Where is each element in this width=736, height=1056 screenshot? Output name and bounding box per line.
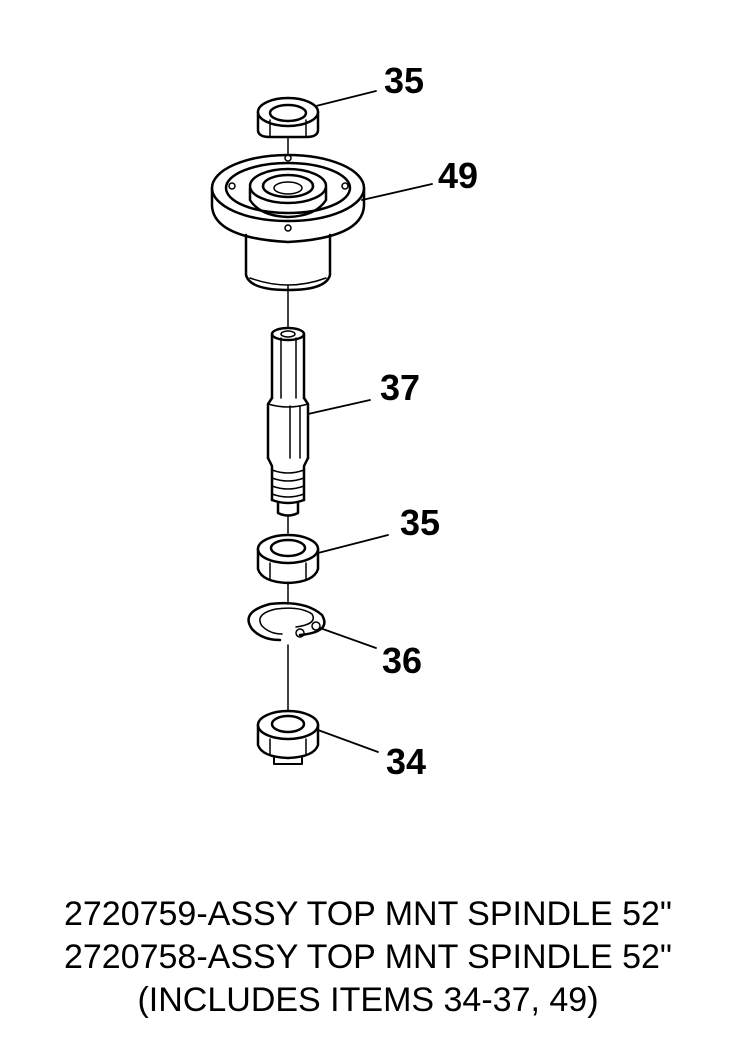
leader-line <box>361 183 433 201</box>
assembly-caption: 2720759-ASSY TOP MNT SPINDLE 52" 2720758… <box>0 893 736 1022</box>
lower-bearing-part <box>256 533 320 585</box>
leader-line <box>317 534 389 554</box>
callout-spacer: 34 <box>386 741 426 782</box>
leader-line <box>319 627 377 649</box>
exploded-parts-diagram: 35 49 37 35 36 34 <box>210 60 478 782</box>
leader-line <box>315 90 377 107</box>
callout-retaining-ring: 36 <box>382 640 422 681</box>
callout-housing: 49 <box>438 155 478 196</box>
top-bearing-part <box>256 96 320 139</box>
caption-line-3: (INCLUDES ITEMS 34-37, 49) <box>137 981 599 1019</box>
callout-shaft: 37 <box>380 367 420 408</box>
retaining-ring-part <box>247 601 326 642</box>
caption-line-1: 2720759-ASSY TOP MNT SPINDLE 52" <box>63 895 673 933</box>
caption-line-2: 2720758-ASSY TOP MNT SPINDLE 52" <box>63 938 673 976</box>
spindle-shaft-part <box>266 326 310 517</box>
spindle-housing-part <box>210 153 366 292</box>
callout-lower-bearing: 35 <box>400 502 440 543</box>
leader-line <box>317 729 379 753</box>
leader-line <box>307 399 371 415</box>
callout-top-bearing: 35 <box>384 60 424 101</box>
spacer-part <box>256 709 320 765</box>
